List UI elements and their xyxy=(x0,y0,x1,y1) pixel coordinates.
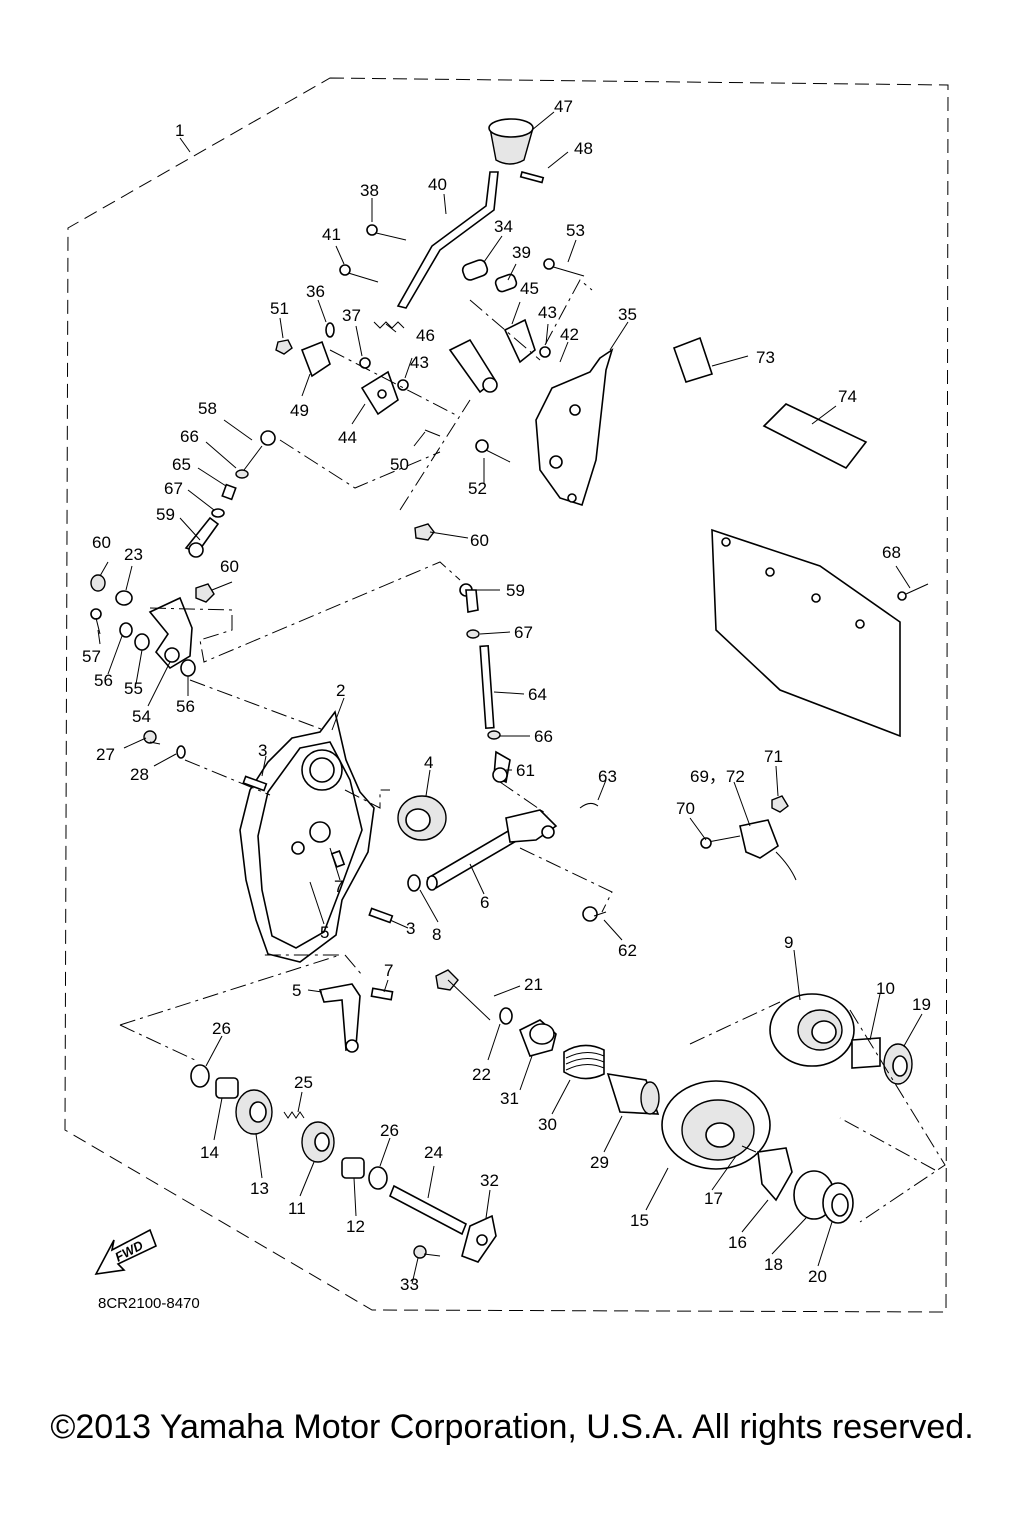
callout-22: 22 xyxy=(472,1065,491,1084)
callout-7a: 7 xyxy=(334,877,343,896)
right-parts-group xyxy=(672,336,929,881)
callout-20: 20 xyxy=(808,1267,827,1286)
callout-47: 47 xyxy=(554,97,573,116)
drive-components-group xyxy=(119,993,946,1263)
callout-39: 39 xyxy=(512,243,531,262)
case-housing-group xyxy=(143,710,447,963)
callout-17: 17 xyxy=(704,1189,723,1208)
copyright-notice: ©2013 Yamaha Motor Corporation, U.S.A. A… xyxy=(50,1408,974,1446)
callout-45: 45 xyxy=(520,279,539,298)
callout-3a: 3 xyxy=(258,741,267,760)
callout-49: 49 xyxy=(290,401,309,420)
callout-67b: 67 xyxy=(514,623,533,642)
callout-46: 46 xyxy=(416,326,435,345)
callout-23: 23 xyxy=(124,545,143,564)
callout-1: 1 xyxy=(175,121,184,140)
callout-26b: 26 xyxy=(380,1121,399,1140)
callout-15: 15 xyxy=(630,1211,649,1230)
callout-41: 41 xyxy=(322,225,341,244)
callout-10: 10 xyxy=(876,979,895,998)
callout-3b: 3 xyxy=(406,919,415,938)
callout-7b: 7 xyxy=(384,961,393,980)
callout-33: 33 xyxy=(400,1275,419,1294)
callout-38: 38 xyxy=(360,181,379,200)
callout-4: 4 xyxy=(424,753,433,772)
callout-24: 24 xyxy=(424,1143,443,1162)
callout-25: 25 xyxy=(294,1073,313,1092)
callout-52: 52 xyxy=(468,479,487,498)
callout-26a: 26 xyxy=(212,1019,231,1038)
callout-37: 37 xyxy=(342,306,361,325)
callout-59a: 59 xyxy=(156,505,175,524)
callout-5a: 5 xyxy=(320,923,329,942)
callout-32: 32 xyxy=(480,1171,499,1190)
callout-51: 51 xyxy=(270,299,289,318)
callout-70: 70 xyxy=(676,799,695,818)
callout-64: 64 xyxy=(528,685,547,704)
callout-67a: 67 xyxy=(164,479,183,498)
callout-74: 74 xyxy=(838,387,857,406)
callout-2: 2 xyxy=(336,681,345,700)
callout-34: 34 xyxy=(494,217,513,236)
callout-43a: 43 xyxy=(538,303,557,322)
callout-44: 44 xyxy=(338,428,357,447)
callout-58: 58 xyxy=(198,399,217,418)
callout-59b: 59 xyxy=(506,581,525,600)
callout-30: 30 xyxy=(538,1115,557,1134)
callout-19: 19 xyxy=(912,995,931,1014)
callout-66a: 66 xyxy=(180,427,199,446)
lower-arm-group xyxy=(119,954,491,1053)
callout-57: 57 xyxy=(82,647,101,666)
callout-13: 13 xyxy=(250,1179,269,1198)
callout-35: 35 xyxy=(618,305,637,324)
callout-14: 14 xyxy=(200,1143,219,1162)
callout-8: 8 xyxy=(432,925,441,944)
shift-rod-group xyxy=(459,583,549,816)
callout-48: 48 xyxy=(574,139,593,158)
callout-31: 31 xyxy=(500,1089,519,1108)
callout-55: 55 xyxy=(124,679,143,698)
callout-42: 42 xyxy=(560,325,579,344)
callout-62: 62 xyxy=(618,941,637,960)
callout-65: 65 xyxy=(172,455,191,474)
linkage-group xyxy=(90,430,461,739)
callout-5b: 5 xyxy=(292,981,301,1000)
callout-12: 12 xyxy=(346,1217,365,1236)
callout-18: 18 xyxy=(764,1255,783,1274)
callout-16: 16 xyxy=(728,1233,747,1252)
callout-60a: 60 xyxy=(470,531,489,550)
callout-54: 54 xyxy=(132,707,151,726)
callout-60c: 60 xyxy=(92,533,111,552)
callout-21: 21 xyxy=(524,975,543,994)
callout-56b: 56 xyxy=(176,697,195,716)
assembly-boundary xyxy=(64,77,949,1313)
callout-6: 6 xyxy=(480,893,489,912)
callout-63: 63 xyxy=(598,767,617,786)
callout-labels: 1 47 48 38 40 34 39 41 53 45 43 42 35 36… xyxy=(82,97,931,1294)
callout-56a: 56 xyxy=(94,671,113,690)
callout-40: 40 xyxy=(428,175,447,194)
shift-shaft-group xyxy=(426,802,613,922)
callout-69-72: 69，72 xyxy=(690,767,745,786)
callout-60b: 60 xyxy=(220,557,239,576)
callout-36: 36 xyxy=(306,282,325,301)
callout-43b: 43 xyxy=(410,353,429,372)
callout-9: 9 xyxy=(784,933,793,952)
leader-lines xyxy=(97,111,923,1285)
callout-50: 50 xyxy=(390,455,409,474)
callout-29: 29 xyxy=(590,1153,609,1172)
callout-71: 71 xyxy=(764,747,783,766)
shift-lever-group xyxy=(275,118,614,541)
callout-53: 53 xyxy=(566,221,585,240)
callout-28: 28 xyxy=(130,765,149,784)
callout-27: 27 xyxy=(96,745,115,764)
fwd-arrow: FWD xyxy=(94,1228,158,1276)
callout-11: 11 xyxy=(288,1199,306,1218)
callout-61: 61 xyxy=(516,761,535,780)
callout-73: 73 xyxy=(756,348,775,367)
diagram-code: 8CR2100-8470 xyxy=(98,1295,200,1312)
callout-68: 68 xyxy=(882,543,901,562)
callout-66b: 66 xyxy=(534,727,553,746)
